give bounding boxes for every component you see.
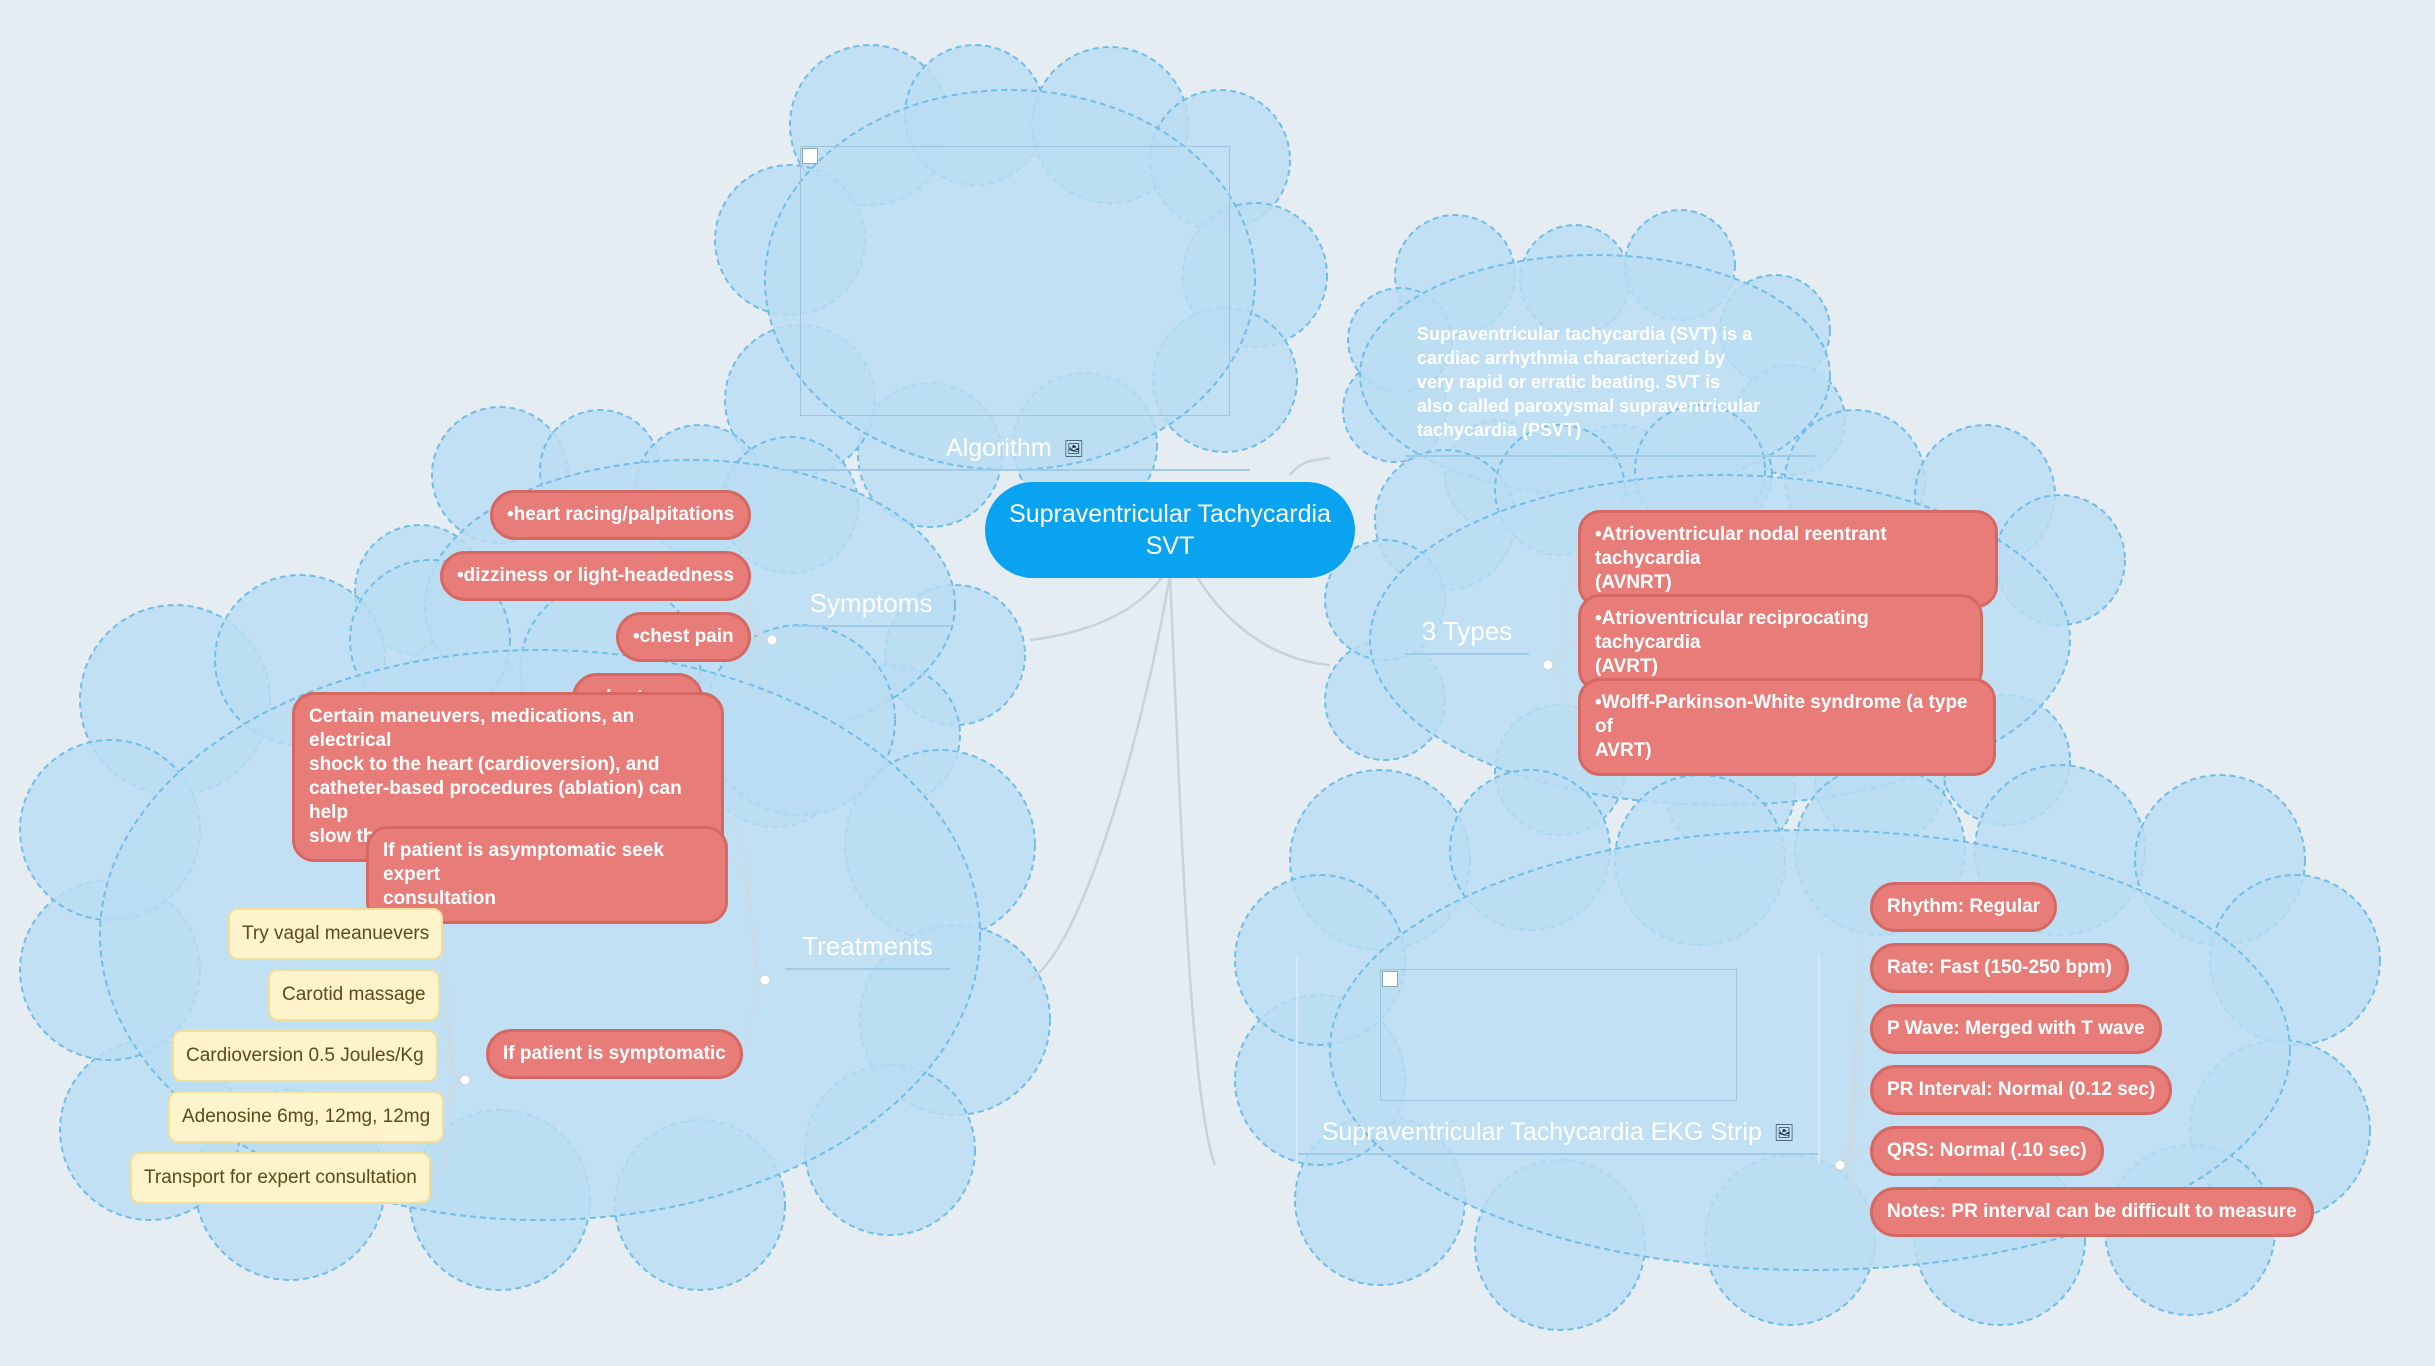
description-line: very rapid or erratic beating. SVT is: [1417, 372, 1721, 392]
ekg-topic-frame: [1296, 955, 1820, 1163]
algorithm-topic[interactable]: Algorithm 🖼: [780, 428, 1250, 471]
type-line: •Atrioventricular reciprocating tachycar…: [1595, 608, 1869, 653]
type-line: •Wolff-Parkinson-White syndrome (a type …: [1595, 692, 1968, 737]
type-line: (AVRT): [1595, 656, 1658, 677]
ekg-cloud: [1234, 764, 2381, 1331]
junction-dots: [459, 634, 1846, 1171]
description-line: tachycardia (PSVT): [1417, 420, 1582, 440]
ekg-item[interactable]: QRS: Normal (.10 sec): [1870, 1126, 2104, 1176]
symptoms-topic[interactable]: Symptoms: [792, 582, 950, 627]
broken-image-icon: [802, 148, 818, 164]
svt-description[interactable]: Supraventricular tachycardia (SVT) is a …: [1417, 322, 1797, 442]
overview-line: catheter-based procedures (ablation) can…: [309, 778, 682, 823]
overview-line: Certain maneuvers, medications, an elect…: [309, 706, 635, 751]
symptom-item[interactable]: •chest pain: [616, 612, 751, 662]
description-line: cardiac arrhythmia characterized by: [1417, 348, 1726, 368]
treatment-step[interactable]: Transport for expert consultation: [130, 1152, 431, 1204]
type-item-avnrt[interactable]: •Atrioventricular nodal reentrant tachyc…: [1578, 510, 1998, 608]
image-icon[interactable]: 🖼: [1063, 441, 1084, 459]
symptomatic-node[interactable]: If patient is symptomatic: [486, 1029, 743, 1079]
central-title-line2: SVT: [1145, 532, 1195, 560]
type-item-wpw[interactable]: •Wolff-Parkinson-White syndrome (a type …: [1578, 678, 1996, 776]
algorithm-image-placeholder: [800, 146, 1230, 416]
type-line: •Atrioventricular nodal reentrant tachyc…: [1595, 524, 1887, 569]
ekg-item[interactable]: Notes: PR interval can be difficult to m…: [1870, 1187, 2314, 1237]
type-line: AVRT): [1595, 740, 1652, 761]
ekg-item[interactable]: Rate: Fast (150-250 bpm): [1870, 943, 2129, 993]
treatment-step[interactable]: Cardioversion 0.5 Joules/Kg: [172, 1030, 438, 1082]
central-title-line1: Supraventricular Tachycardia: [1009, 500, 1331, 528]
symptom-item[interactable]: •dizziness or light-headedness: [440, 551, 751, 601]
overview-line: shock to the heart (cardioversion), and: [309, 754, 660, 775]
type-item-avrt[interactable]: •Atrioventricular reciprocating tachycar…: [1578, 594, 1983, 692]
symptom-item[interactable]: •heart racing/palpitations: [490, 490, 752, 540]
sub-connectors: [436, 512, 1871, 1211]
image-icon[interactable]: 🖼: [1773, 1125, 1795, 1143]
description-underline: [1405, 455, 1815, 457]
type-line: (AVNRT): [1595, 572, 1672, 593]
main-connectors: [1029, 456, 1331, 1166]
treatment-step[interactable]: Adenosine 6mg, 12mg, 12mg: [168, 1091, 445, 1143]
ekg-item[interactable]: P Wave: Merged with T wave: [1870, 1004, 2162, 1054]
asymptomatic-line: consultation: [383, 888, 496, 909]
algorithm-label: Algorithm: [946, 434, 1052, 462]
treatments-topic[interactable]: Treatments: [785, 925, 950, 970]
asymptomatic-line: If patient is asymptomatic seek expert: [383, 840, 664, 885]
broken-image-icon: [1382, 971, 1398, 987]
treatment-step[interactable]: Carotid massage: [268, 969, 440, 1021]
treatment-step[interactable]: Try vagal meanuevers: [228, 908, 444, 960]
ekg-item[interactable]: PR Interval: Normal (0.12 sec): [1870, 1065, 2173, 1115]
ekg-item[interactable]: Rhythm: Regular: [1870, 882, 2058, 932]
description-line: Supraventricular tachycardia (SVT) is a: [1417, 324, 1753, 344]
ekg-image-placeholder: [1380, 969, 1737, 1101]
description-line: also called paroxysmal supraventricular: [1417, 396, 1761, 416]
ekg-label: Supraventricular Tachycardia EKG Strip: [1321, 1118, 1762, 1146]
types-topic[interactable]: 3 Types: [1405, 610, 1529, 655]
central-topic[interactable]: Supraventricular Tachycardia SVT: [985, 482, 1355, 578]
algorithm-cloud: [714, 44, 1328, 528]
ekg-topic[interactable]: Supraventricular Tachycardia EKG Strip 🖼: [1298, 1112, 1818, 1155]
asymptomatic-node[interactable]: If patient is asymptomatic seek expert c…: [366, 826, 728, 924]
